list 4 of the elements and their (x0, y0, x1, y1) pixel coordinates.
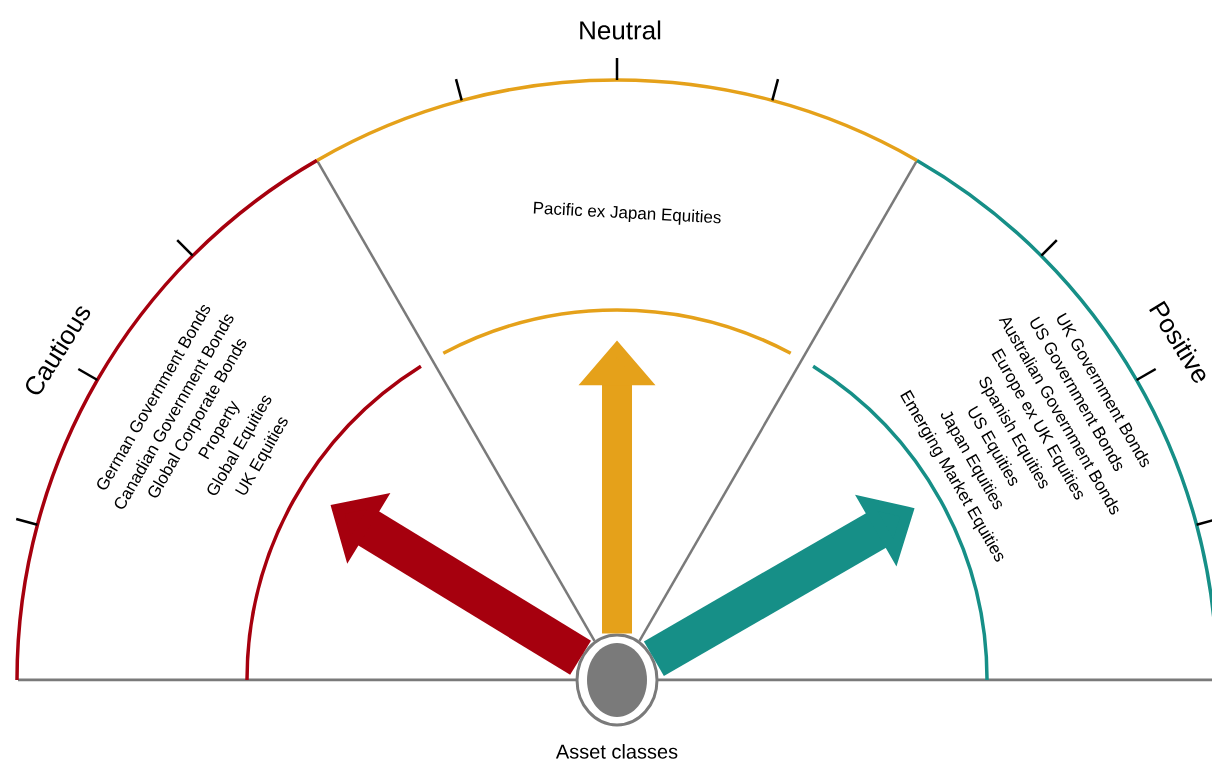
asset-label: Pacific ex Japan Equities (533, 201, 721, 225)
node-label: Asset classes (555, 744, 678, 759)
hub-circle (575, 633, 659, 727)
zone-heading: Neutral (580, 20, 661, 40)
